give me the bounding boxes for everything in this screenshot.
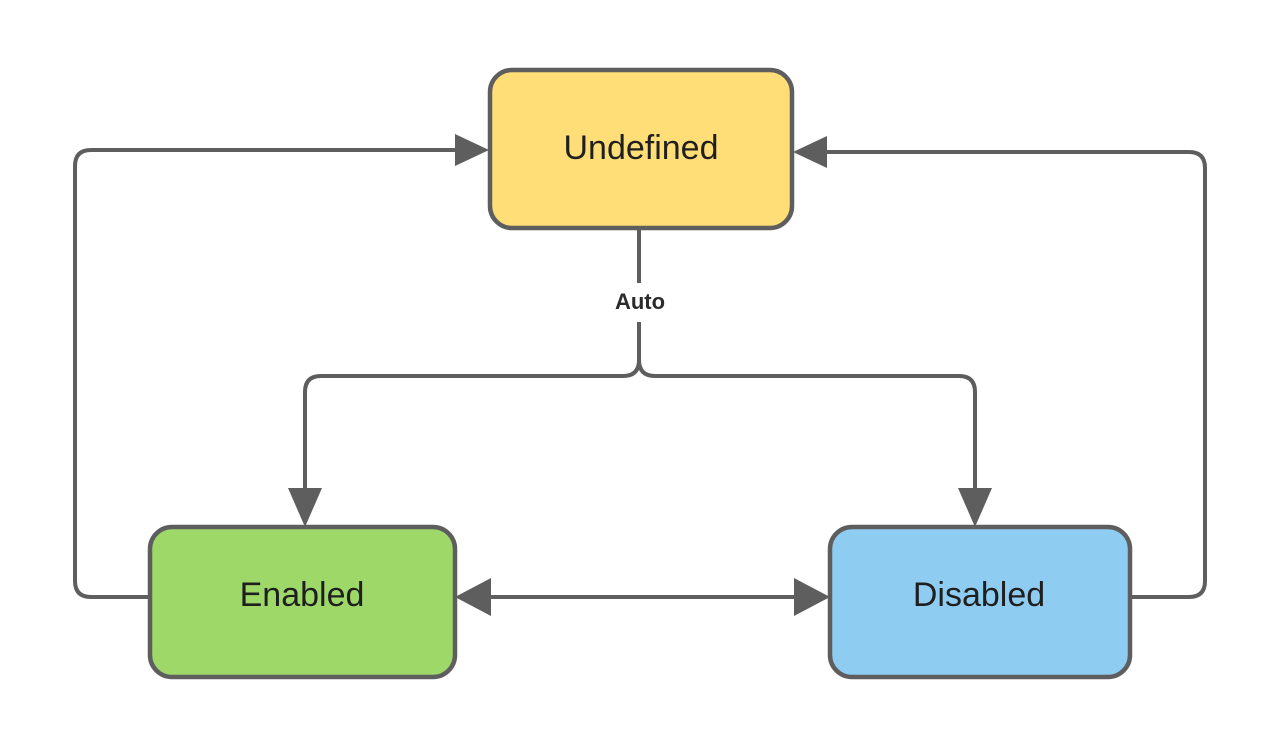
arrowhead-into-enabled-right-side	[455, 578, 491, 616]
edge-auto-branch-right	[637, 359, 977, 488]
edge-label-auto: Auto	[615, 289, 665, 314]
arrowhead-into-undefined-left	[455, 134, 489, 166]
edge-undefined-auto-branch[interactable]	[288, 228, 992, 527]
state-node-enabled[interactable]: Enabled	[147, 524, 458, 680]
state-node-undefined-label: Undefined	[563, 129, 718, 167]
arrowhead-into-disabled	[958, 488, 992, 527]
edge-auto-branch-left	[303, 322, 641, 488]
state-node-undefined[interactable]: Undefined	[487, 67, 795, 231]
state-node-enabled-label: Enabled	[240, 576, 365, 614]
edge-enabled-to-undefined-path	[73, 148, 455, 599]
state-node-undefined-shape	[487, 67, 795, 231]
state-node-disabled-shape	[827, 524, 1133, 680]
state-node-disabled-label: Disabled	[913, 576, 1045, 614]
edge-enabled-disabled-bidirectional[interactable]	[455, 578, 830, 616]
state-node-enabled-shape	[147, 524, 458, 680]
state-node-disabled[interactable]: Disabled	[827, 524, 1133, 680]
edge-enabled-to-undefined[interactable]	[73, 134, 489, 599]
arrowhead-into-enabled	[288, 488, 322, 527]
edge-disabled-to-undefined[interactable]	[793, 136, 1207, 599]
edge-disabled-to-undefined-path	[827, 150, 1207, 599]
arrowhead-into-undefined-right	[793, 136, 827, 168]
arrowhead-into-disabled-left-side	[794, 578, 830, 616]
